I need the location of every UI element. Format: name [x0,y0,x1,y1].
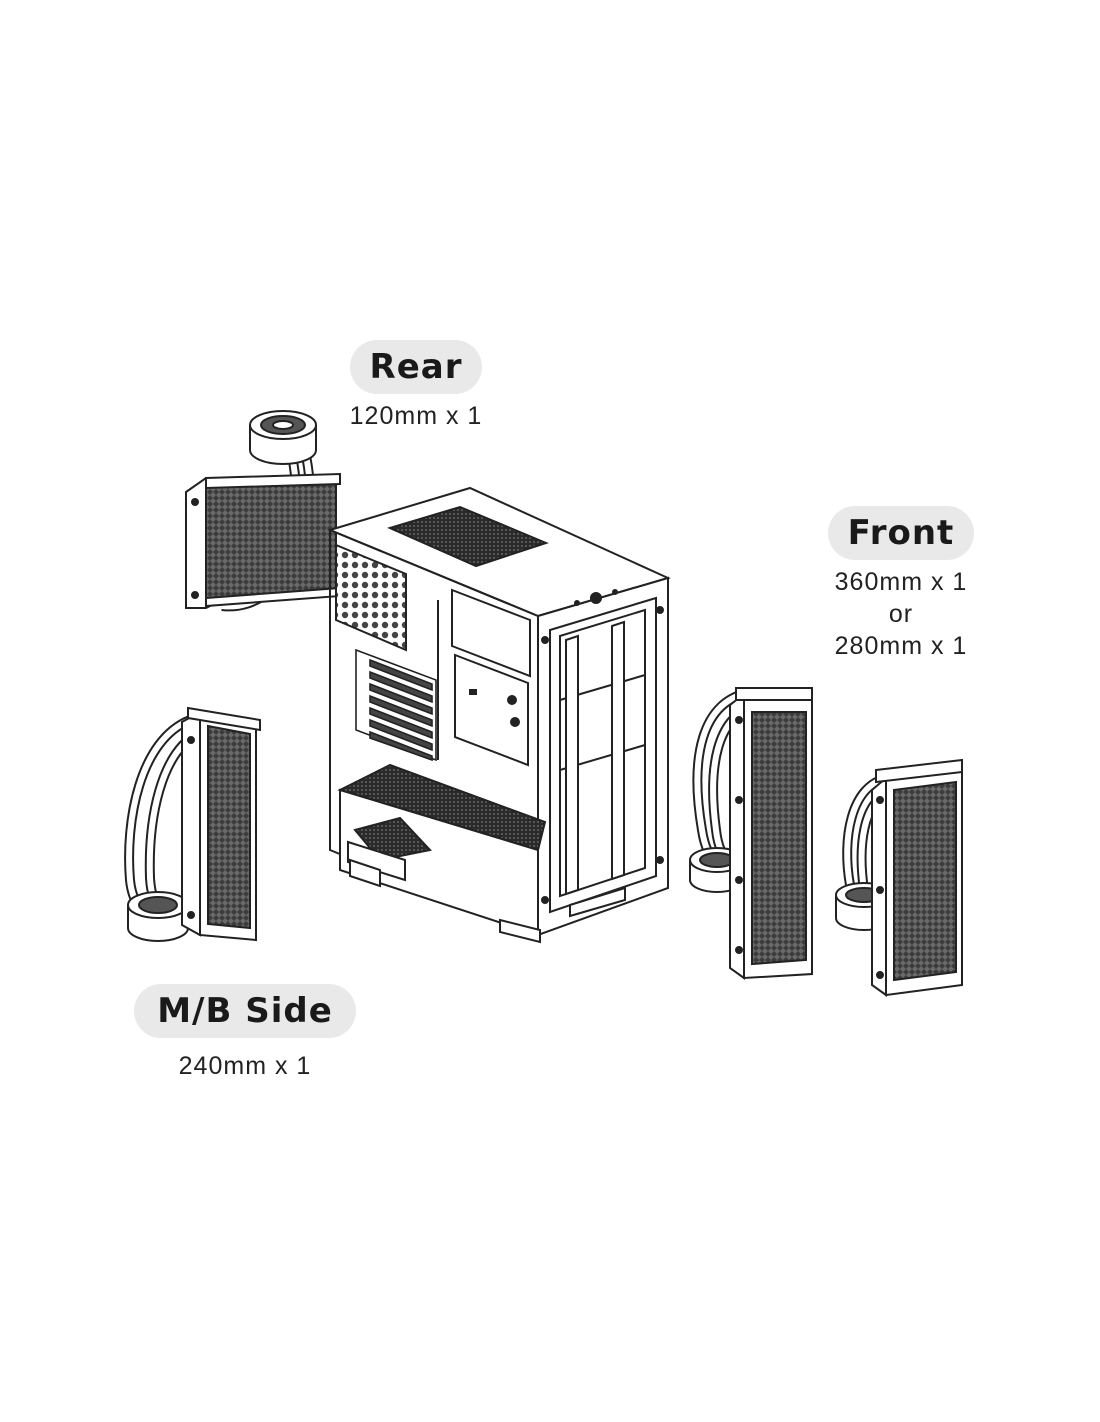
pc-case-chassis [327,486,671,944]
rear-label: Rear [350,340,482,394]
rear-spec: 120mm x 1 [349,402,483,430]
front-spec-280: 280mm x 1 [834,632,968,660]
front-spec-360: 360mm x 1 [834,568,968,596]
mb-side-240mm-radiator [124,706,261,942]
rear-120mm-radiator [185,410,341,612]
front-spec-or: or [888,600,914,628]
front-280mm-radiator [835,758,963,997]
mb-side-spec: 240mm x 1 [178,1052,312,1080]
front-360mm-radiator [689,687,813,980]
front-label: Front [828,506,974,560]
mb-side-label: M/B Side [134,984,356,1038]
